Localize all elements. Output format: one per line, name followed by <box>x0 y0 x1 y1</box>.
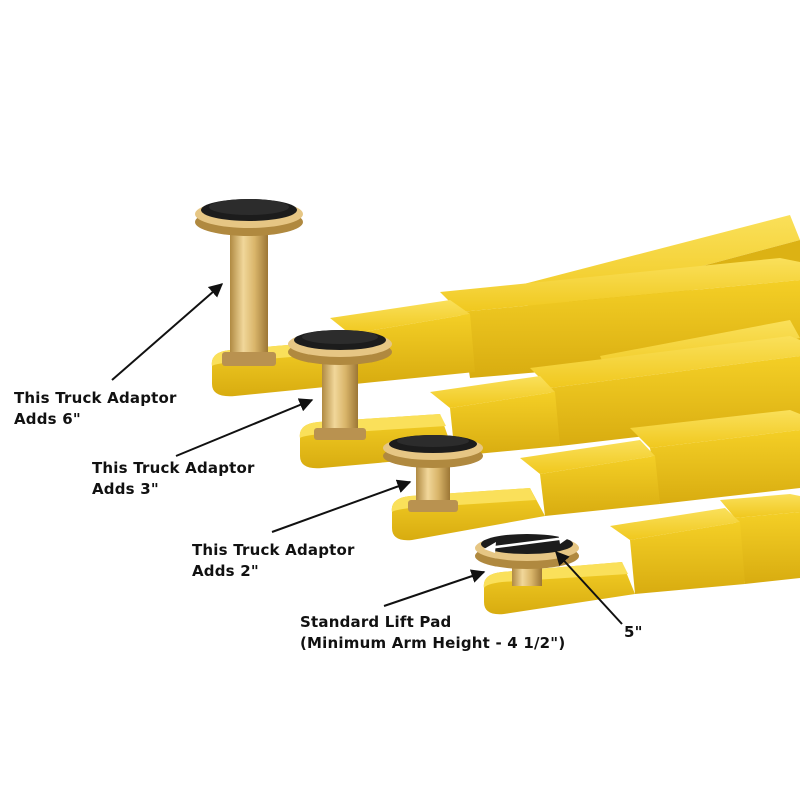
arm-4-tube-front <box>735 512 800 584</box>
label-standard-pad-line2: (Minimum Arm Height - 4 1/2") <box>300 634 566 652</box>
leader-lines <box>111 283 623 625</box>
leader-std <box>383 569 486 607</box>
label-standard-pad: Standard Lift Pad (Minimum Arm Height - … <box>300 612 565 654</box>
label-adapter-6-line1: This Truck Adaptor <box>14 389 177 407</box>
leader-2 <box>271 479 412 533</box>
lift-arm-4 <box>475 494 800 615</box>
leader-5 <box>555 550 623 625</box>
arm-4-tube-top <box>720 494 800 518</box>
arm-3-tube-front <box>650 430 800 504</box>
arm-3-tube-top <box>630 410 800 448</box>
label-adapter-6: This Truck Adaptor Adds 6" <box>14 388 177 430</box>
label-adapter-3-line1: This Truck Adaptor <box>92 459 255 477</box>
arm-1-inner-top <box>330 300 470 334</box>
arm-2-inner-top <box>430 376 555 408</box>
label-adapter-6-line2: Adds 6" <box>14 410 81 428</box>
diameter-arrow <box>487 536 567 550</box>
lift-arm-3 <box>383 410 800 541</box>
arm-2-inner-front <box>450 392 560 456</box>
label-adapter-2-line1: This Truck Adaptor <box>192 541 355 559</box>
adapter-6-post <box>230 226 268 366</box>
arm-4-inner-front <box>630 522 745 594</box>
label-adapter-2: This Truck Adaptor Adds 2" <box>192 540 355 582</box>
arm-1-inner-front <box>350 314 475 384</box>
arm-3-inner-top <box>520 440 655 474</box>
arm-1-tube-top <box>440 258 800 312</box>
label-adapter-2-line2: Adds 2" <box>192 562 259 580</box>
label-standard-pad-line1: Standard Lift Pad <box>300 613 452 631</box>
leader-6 <box>111 283 224 381</box>
label-adapter-3: This Truck Adaptor Adds 3" <box>92 458 255 500</box>
adapter-3-post <box>322 354 358 440</box>
arm-2-tube-top <box>530 336 800 388</box>
arm-4-inner-top <box>610 508 740 540</box>
label-diameter: 5" <box>624 623 643 641</box>
arm-3-inner-front <box>540 456 660 516</box>
label-adapter-3-line2: Adds 3" <box>92 480 159 498</box>
leader-3 <box>175 398 314 457</box>
